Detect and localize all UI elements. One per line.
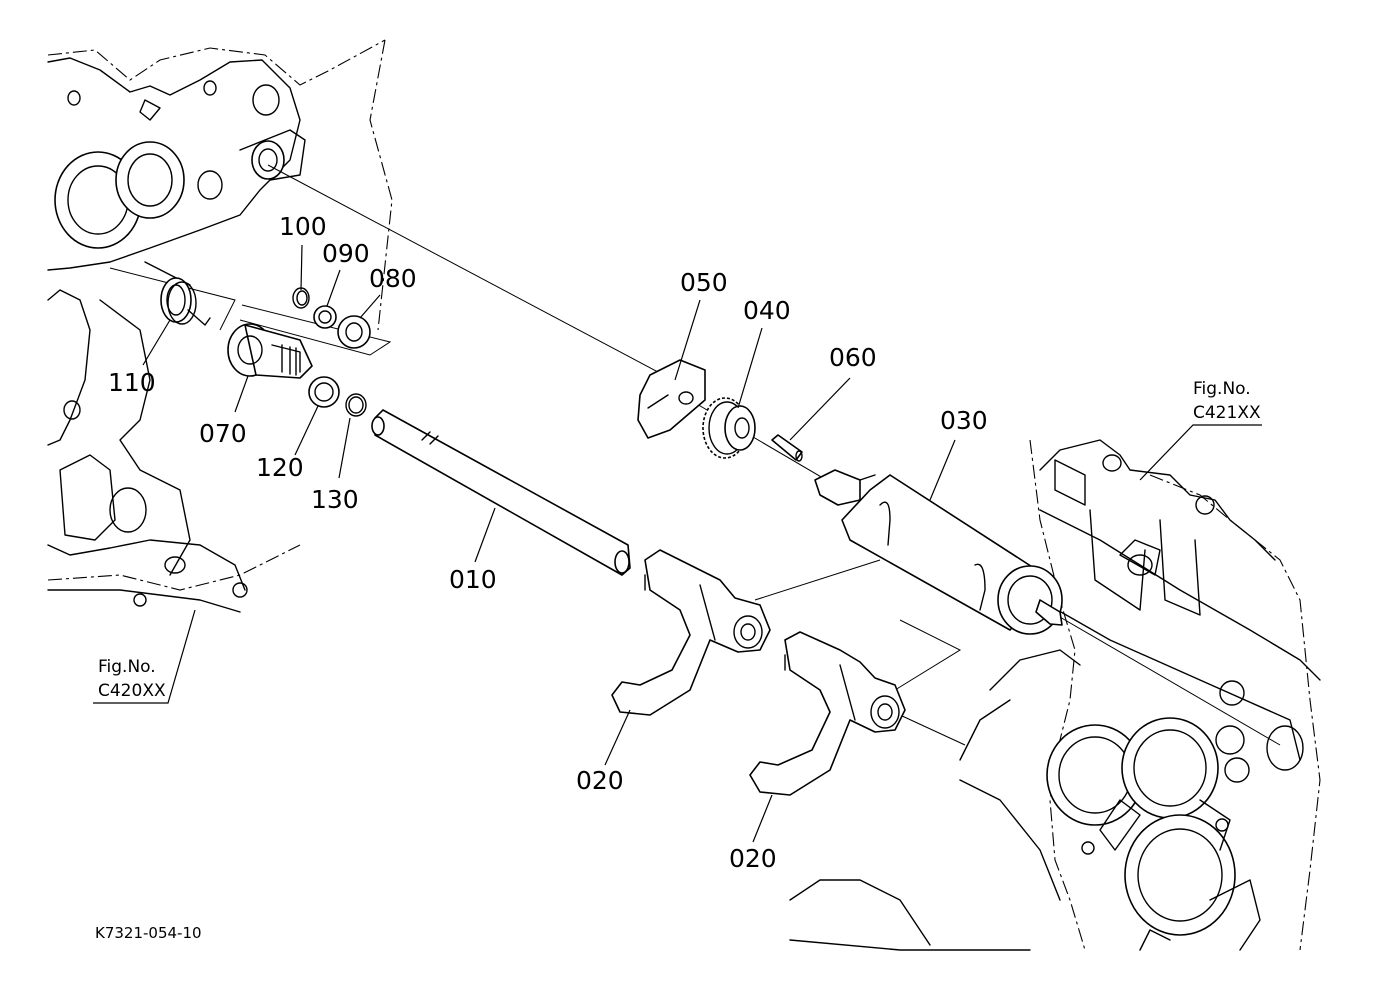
washer-120 — [308, 376, 340, 408]
shift-drum-030 — [814, 469, 1063, 635]
callout-020-lower: 020 — [729, 844, 777, 873]
callout-020-upper: 020 — [576, 766, 624, 795]
fig-ref-left-line2: C420XX — [98, 681, 166, 701]
washer-090 — [313, 305, 337, 329]
drawing-code: K7321-054-10 — [95, 924, 202, 942]
fig-ref-left-line1: Fig.No. — [98, 657, 156, 677]
leader-lines — [93, 244, 1262, 843]
callout-090: 090 — [322, 239, 370, 268]
callout-110: 110 — [108, 368, 156, 397]
callout-040: 040 — [743, 296, 791, 325]
callout-030: 030 — [940, 406, 988, 435]
shift-arm-070 — [227, 323, 313, 379]
shift-rod-010 — [371, 409, 631, 576]
shift-fork-020-lower — [749, 631, 906, 796]
callout-060: 060 — [829, 343, 877, 372]
callout-130: 130 — [311, 485, 359, 514]
callout-070: 070 — [199, 419, 247, 448]
pin-060 — [771, 434, 803, 462]
callout-010: 010 — [449, 565, 497, 594]
snap-ring-100 — [292, 287, 310, 309]
left-housing — [47, 39, 393, 613]
seal-080 — [337, 315, 371, 349]
right-housing — [789, 439, 1321, 951]
shift-fork-020-upper — [611, 549, 771, 716]
callout-100: 100 — [279, 212, 327, 241]
callout-120: 120 — [256, 453, 304, 482]
callout-080: 080 — [369, 264, 417, 293]
gear-040 — [702, 397, 756, 459]
fig-ref-right-line1: Fig.No. — [1193, 379, 1251, 399]
snap-ring-130 — [345, 393, 367, 417]
plate-050 — [637, 359, 706, 439]
fig-ref-right-line2: C421XX — [1193, 403, 1261, 423]
callout-050: 050 — [680, 268, 728, 297]
spring-110 — [144, 261, 211, 326]
